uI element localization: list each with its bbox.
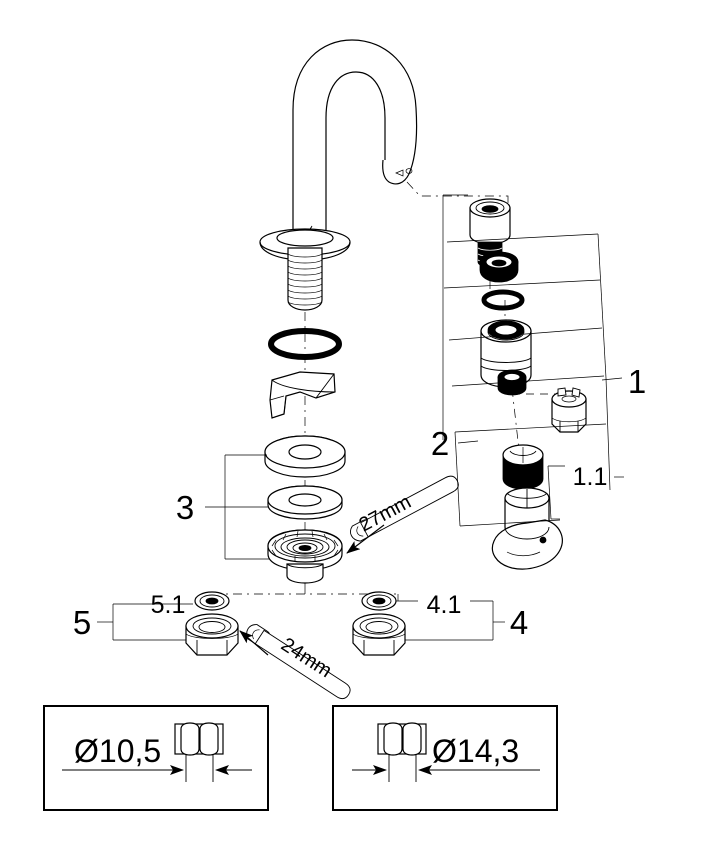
callout-bracket-4 [396,600,505,641]
callout-label-4-1: 4.1 [427,591,462,619]
dimension-label-left: Ø10,5 [74,733,161,769]
base-flange-with-threaded-shank [259,228,351,311]
hex-valve-insert [551,387,587,433]
callout-bracket-1-1 [547,465,624,520]
large-o-ring-seal [268,328,342,360]
wrench-27mm-icon [346,475,459,554]
knurled-base-nut [267,529,343,584]
callout-label-1: 1 [628,363,646,400]
callout-bracket-3 [205,454,270,560]
callout-bracket-1 [442,194,623,491]
wrench-27mm-label: 27mm [355,491,414,537]
callout-label-4: 4 [510,604,528,641]
c-shaped-spacer-clip [269,371,336,419]
nut-symbol-left [174,722,224,782]
hex-coupling-nut-right [352,613,406,656]
cartridge-handle-base [491,487,563,570]
dimension-label-right: Ø14,3 [432,733,519,769]
sealing-washer-right [361,591,397,611]
callout-label-5: 5 [73,604,91,641]
sealing-washer-left [194,591,230,611]
dimension-box-right: Ø14,3 [332,705,558,811]
callout-bracket-5 [97,603,193,641]
spout-to-cartridge-leader [406,181,509,208]
callout-label-5-1: 5.1 [151,591,186,619]
callout-bracket-2 [454,431,561,527]
cartridge-seal-ring [479,251,519,283]
lower-cartridge-cap [502,444,544,490]
gooseneck-spout [292,39,418,242]
callout-label-3: 3 [176,489,194,526]
dimension-box-left: Ø10,5 [43,705,269,811]
callout-label-1-1: 1.1 [573,463,608,491]
thick-mounting-washer [264,435,346,478]
nut-symbol-right [377,722,427,782]
wrench-24mm-icon [239,624,351,700]
thin-mounting-washer [267,485,343,520]
callout-label-2: 2 [431,425,449,462]
small-o-ring [481,289,525,311]
hex-coupling-nut-left [185,613,239,656]
